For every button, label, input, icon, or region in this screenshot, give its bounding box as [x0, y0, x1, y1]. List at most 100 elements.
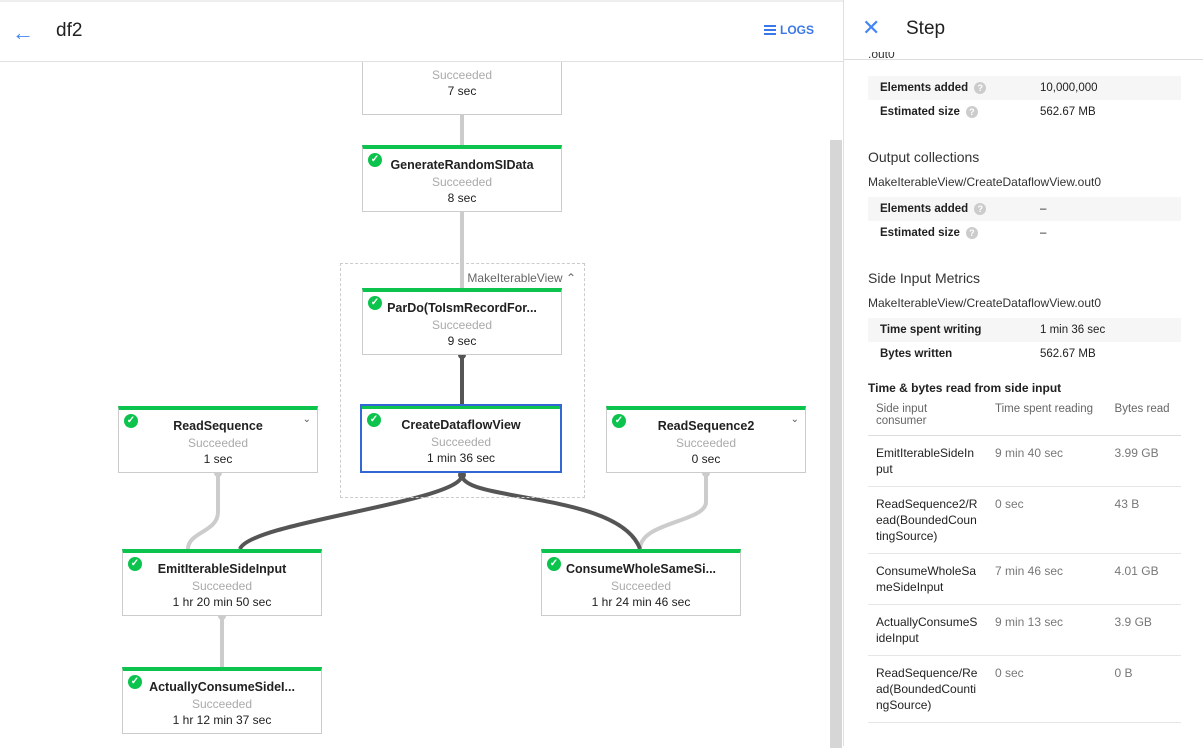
check-circle-icon: ✓ — [128, 557, 142, 571]
output-collection-name: MakeIterableView/CreateDataflowView.out0 — [868, 175, 1102, 189]
metric-label: Estimated size — [880, 227, 960, 239]
help-icon[interactable]: ? — [965, 227, 978, 239]
time-cell: 7 min 46 sec — [987, 553, 1107, 605]
close-icon[interactable]: ✕ — [862, 15, 881, 40]
time-cell: 0 sec — [987, 655, 1107, 723]
bytes-cell: 3.9 GB — [1106, 604, 1181, 656]
edge — [238, 474, 464, 551]
graph-node[interactable]: ✓ ActuallyConsumeSideI... Succeeded 1 hr 12… — [122, 667, 322, 734]
node-time: 1 min 36 sec — [426, 451, 496, 465]
node-time: 7 sec — [447, 84, 477, 98]
metric-label: Bytes written — [880, 348, 953, 360]
node-time: 1 hr 24 min 46 sec — [591, 595, 691, 609]
consumer-cell: ReadSequence/Read(BoundedCountingSource) — [868, 655, 987, 723]
node-name: ActuallyConsumeSideI... — [149, 680, 295, 694]
check-circle-icon: ✓ — [367, 413, 381, 427]
table-row: ReadSequence/Read(BoundedCountingSource)… — [868, 655, 1181, 723]
time-cell: 9 min 40 sec — [987, 435, 1107, 487]
chevron-up-icon: ⌃ — [565, 271, 576, 285]
header: ← df2 LOGS — [0, 2, 843, 62]
partial-collection-name: .out0 — [868, 52, 895, 61]
consumer-cell: ReadSequence2/Read(BoundedCountingSource… — [868, 486, 987, 554]
arrow-left-icon[interactable]: ← — [12, 20, 34, 45]
node-time: 9 sec — [447, 334, 477, 348]
node-status: Succeeded — [430, 435, 492, 449]
node-time: 0 sec — [691, 452, 721, 466]
edge — [638, 473, 708, 550]
metric-value: – — [1040, 203, 1047, 215]
metric-row: Elements added? – — [868, 197, 1181, 221]
column-header: Time spent reading — [987, 401, 1107, 436]
metric-value: 562.67 MB — [1040, 348, 1096, 360]
node-status: Succeeded — [431, 68, 493, 82]
metric-value: 562.67 MB — [1040, 106, 1096, 118]
check-circle-icon: ✓ — [124, 414, 138, 428]
metric-row: Estimated size? – — [868, 221, 1181, 245]
node-status: Succeeded — [191, 579, 253, 593]
node-name: CreateDataflowView — [401, 418, 521, 432]
metric-label: Elements added — [880, 82, 969, 94]
node-status: Succeeded — [431, 318, 493, 332]
edge — [460, 474, 642, 550]
group-label: MakeIterableView — [467, 271, 563, 285]
edge — [186, 473, 220, 550]
chevron-down-icon[interactable]: ⌄ — [302, 414, 311, 425]
scrollbar[interactable] — [830, 140, 842, 748]
node-time: 8 sec — [447, 191, 477, 205]
side-input-metrics-title: Side Input Metrics — [868, 270, 981, 286]
logs-button[interactable]: LOGS — [764, 23, 814, 37]
node-name: ReadSequence2 — [657, 419, 755, 433]
group-collapse[interactable]: MakeIterableView ⌃ — [467, 271, 576, 285]
check-circle-icon: ✓ — [368, 153, 382, 167]
metric-value: – — [1040, 227, 1047, 239]
list-icon — [764, 23, 776, 37]
node-status: Succeeded — [431, 175, 493, 189]
bytes-cell: 0 B — [1106, 655, 1181, 723]
node-status: Succeeded — [675, 436, 737, 450]
node-status: Succeeded — [187, 436, 249, 450]
graph-node[interactable]: Succeeded 7 sec — [362, 62, 562, 115]
node-status: Succeeded — [191, 697, 253, 711]
graph-pane: ← df2 LOGS MakeIterableView ⌃ Succeeded 7… — [0, 0, 843, 748]
bytes-cell: 43 B — [1106, 486, 1181, 554]
read-table-title: Time & bytes read from side input — [868, 381, 1062, 395]
help-icon[interactable]: ? — [974, 82, 987, 94]
help-icon[interactable]: ? — [965, 106, 978, 118]
consumer-cell: ConsumeWholeSameSideInput — [868, 553, 987, 605]
side-input-name: MakeIterableView/CreateDataflowView.out0 — [868, 296, 1102, 310]
metric-label: Time spent writing — [880, 324, 982, 336]
table-row: ReadSequence2/Read(BoundedCountingSource… — [868, 486, 1181, 554]
check-circle-icon: ✓ — [128, 675, 142, 689]
column-header: Side input consumer — [868, 401, 987, 436]
help-icon[interactable]: ? — [974, 203, 987, 215]
node-time: 1 sec — [203, 452, 233, 466]
consumer-cell: EmitIterableSideInput — [868, 435, 987, 487]
metric-label: Elements added — [880, 203, 969, 215]
metric-row: Estimated size?562.67 MB — [868, 100, 1181, 124]
bytes-cell: 3.99 GB — [1106, 435, 1181, 487]
time-cell: 9 min 13 sec — [987, 604, 1107, 656]
node-time: 1 hr 12 min 37 sec — [172, 713, 272, 727]
column-header: Bytes read — [1106, 401, 1181, 436]
metric-value: 10,000,000 — [1040, 82, 1098, 94]
output-collections-title: Output collections — [868, 149, 980, 165]
node-time: 1 hr 20 min 50 sec — [172, 595, 272, 609]
time-cell: 0 sec — [987, 486, 1107, 554]
node-name: EmitIterableSideInput — [157, 562, 287, 576]
chevron-down-icon[interactable]: ⌄ — [790, 414, 799, 425]
consumer-cell: ActuallyConsumeSideInput — [868, 604, 987, 656]
metric-row: Bytes written 562.67 MB — [868, 342, 1181, 366]
